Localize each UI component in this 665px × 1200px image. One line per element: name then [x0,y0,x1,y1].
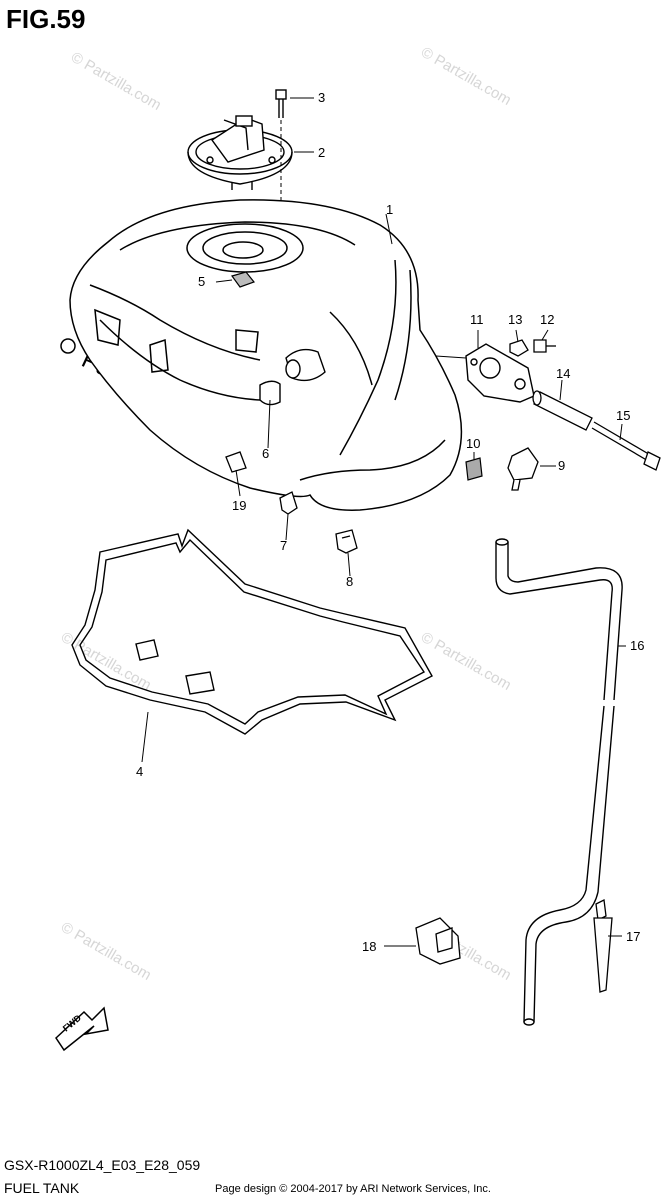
callout-16: 16 [630,638,644,653]
callout-9: 9 [558,458,565,473]
mount-cushion [259,348,326,406]
clamp-18 [415,917,461,965]
fuel-tank [69,199,463,511]
drain-hose [495,538,623,1026]
callout-18: 18 [362,939,376,954]
watermark-layer: © Partzilla.com © Partzilla.com © Partzi… [58,44,514,984]
callout-2: 2 [318,145,325,160]
leader-lines [141,97,626,947]
bolt-15 [591,421,661,471]
callout-15: 15 [616,408,630,423]
copyright-circle-icon [60,338,76,354]
fuel-cap-assembly [187,115,293,190]
bracket-11 [465,343,535,403]
callout-19: 19 [232,498,246,513]
watermark: © Partzilla.com [68,49,164,114]
copyright-notice: Page design © 2004-2017 by ARI Network S… [215,1183,491,1195]
callout-14: 14 [556,366,570,381]
callout-1: 1 [386,202,393,217]
callout-3: 3 [318,90,325,105]
nut-13 [509,339,529,357]
model-code: GSX-R1000ZL4_E03_E28_059 [4,1157,201,1173]
callout-12: 12 [540,312,554,327]
callout-8: 8 [346,574,353,589]
callout-11: 11 [470,312,484,327]
pad-19 [225,451,247,473]
cushion-7 [279,491,298,515]
watermark: © Partzilla.com [418,44,514,109]
collar-14 [532,390,593,431]
watermark: © Partzilla.com [418,629,514,694]
callout-4: 4 [136,764,143,779]
callouts: 3 2 1 5 6 19 7 8 9 10 11 12 13 14 15 16 … [136,90,644,954]
watermark: © Partzilla.com [58,629,154,694]
damper-9 [507,447,539,491]
callout-17: 17 [626,929,640,944]
pad-10 [465,457,483,481]
fwd-arrow-icon: FWD [55,1006,109,1052]
callout-13: 13 [508,312,522,327]
tank-mat [71,528,433,735]
clamp-17 [593,899,613,993]
figure-title: FIG.59 [6,4,86,34]
figure-name: FUEL TANK [4,1180,80,1196]
callout-6: 6 [262,446,269,461]
callout-7: 7 [280,538,287,553]
clip-8 [335,529,358,554]
watermark: © Partzilla.com [58,919,154,984]
bolt-12 [533,339,556,353]
cap-seal-pad [231,271,255,288]
callout-5: 5 [198,274,205,289]
callout-10: 10 [466,436,480,451]
